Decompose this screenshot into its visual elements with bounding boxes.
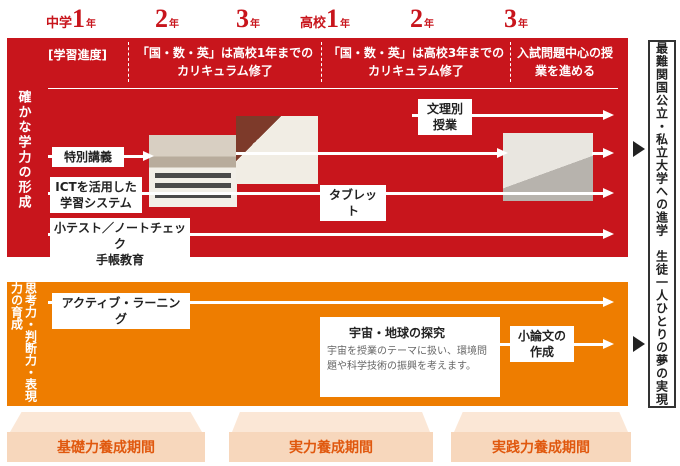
student-writing-photo: [236, 116, 318, 184]
arrow-active: [48, 297, 614, 307]
tablet-box: タブレット: [320, 185, 386, 221]
thinking-side: [7, 282, 40, 406]
arrow-bunri: [412, 110, 614, 120]
arrow-tokubetsu-3: [592, 148, 614, 158]
period-ability: 実力養成期間: [229, 432, 433, 462]
year-hs1: 高校1年: [300, 4, 351, 33]
student-test-photo: [503, 133, 593, 201]
year-jh3: 3年: [236, 4, 260, 33]
active-box: アクティブ・ラーニング: [52, 293, 190, 329]
header-line: [48, 88, 618, 89]
bunri-box: 文理別 授業: [418, 99, 472, 135]
explore-desc: 宇宙を授業のテーマに扱い、環境問題や科学技術の振興を考えます。: [327, 346, 487, 372]
divider: [128, 42, 129, 82]
academic-side-label: 確かな学力の形成: [15, 90, 31, 210]
tokubetsu-box: 特別講義: [52, 147, 124, 167]
stage1-text: 「国・数・英」は高校1年までのカリキュラム修了: [136, 46, 314, 78]
period-ability-top: [232, 412, 430, 432]
year-jh1: 中学1年: [46, 4, 97, 33]
period-practical: 実践力養成期間: [451, 432, 631, 462]
arrow-shotest: [48, 229, 614, 239]
goal-pointer: [633, 141, 645, 157]
year-hs2: 2年: [410, 4, 434, 33]
goal-pointer: [633, 336, 645, 352]
year-hs3: 3年: [504, 4, 528, 33]
divider: [510, 42, 511, 82]
classroom-photo: [149, 135, 237, 207]
stage3-text: 入試問題中心の授業を進める: [516, 46, 613, 78]
period-practical-top: [454, 412, 628, 432]
stage2-text: 「国・数・英」は高校3年までのカリキュラム修了: [327, 46, 505, 78]
progress-label: [学習進度]: [48, 48, 107, 62]
period-basic: 基礎力養成期間: [7, 432, 205, 462]
explore-title: 宇宙・地球の探究: [349, 326, 446, 340]
essay-box: 小論文の 作成: [510, 326, 574, 362]
shotest-box: 小テスト／ノートチェック 手帳教育: [50, 218, 190, 270]
thinking-side-label: 思考力・判断力・表現力の育成: [9, 282, 38, 402]
explore-box: [320, 317, 500, 397]
year-jh2: 2年: [155, 4, 179, 33]
arrow-tokubetsu-2: [236, 148, 508, 158]
period-basic-top: [10, 412, 202, 432]
divider: [321, 42, 322, 82]
ict-box: ICTを活用した 学習システム: [50, 177, 142, 213]
goal-box: 最難関国公立・私立大学への進学 生徒一人ひとりの夢の実現: [648, 40, 676, 408]
